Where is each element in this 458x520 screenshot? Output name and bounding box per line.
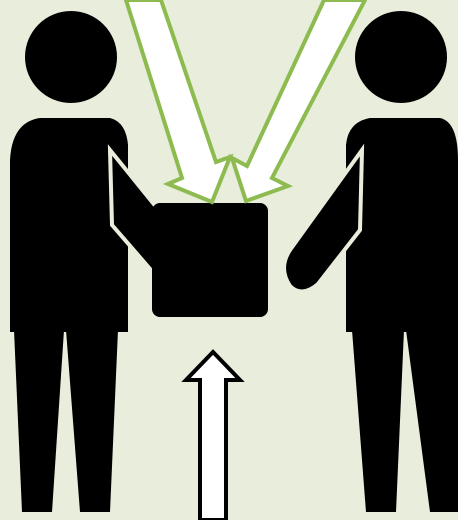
right-person-leg-left xyxy=(352,330,404,512)
left-person-leg-left xyxy=(14,330,64,512)
right-person-head xyxy=(355,11,447,103)
box-icon xyxy=(152,203,268,317)
left-person-leg-right xyxy=(66,330,118,512)
left-person-head xyxy=(25,11,117,103)
right-person-leg-right xyxy=(406,330,458,512)
arrow-up-icon xyxy=(186,352,240,520)
arrow-down-right-icon xyxy=(126,0,230,202)
